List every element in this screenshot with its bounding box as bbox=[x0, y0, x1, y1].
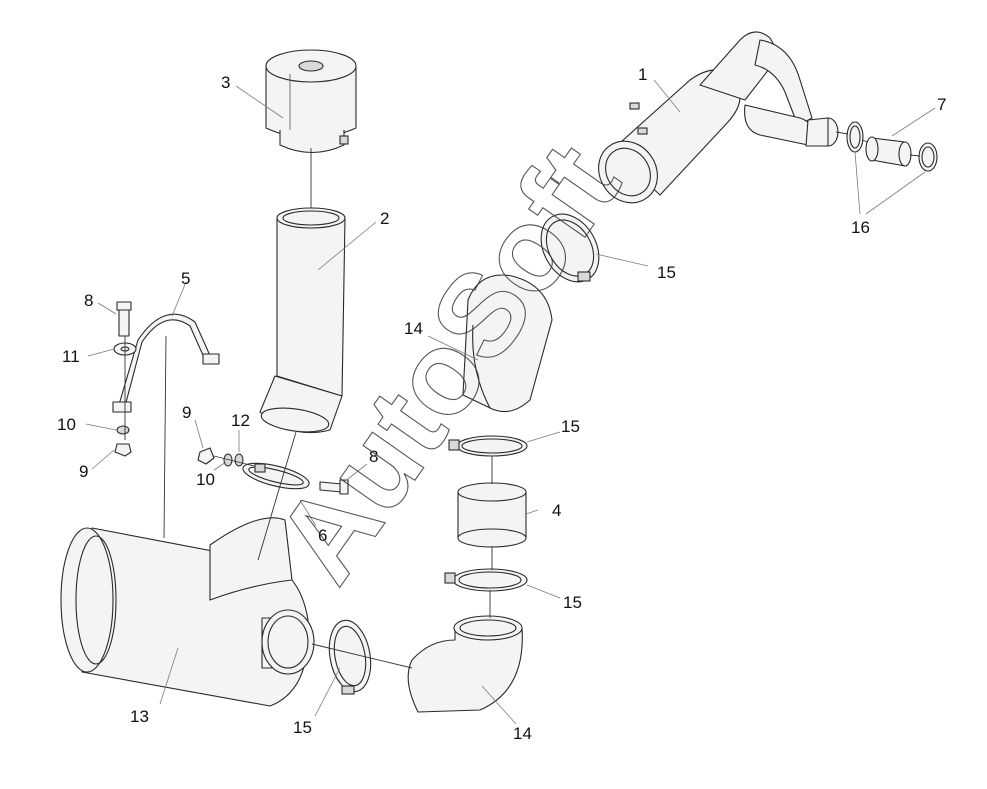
part-15-clamp-top bbox=[540, 213, 600, 283]
callout-8-middle: 8 bbox=[369, 447, 378, 466]
callout-labels: 1 2 3 4 5 6 7 8 8 9 9 10 10 11 12 13 14 … bbox=[57, 65, 946, 743]
callout-13: 13 bbox=[130, 707, 149, 726]
part-15-clamp-lower-mid bbox=[444, 568, 528, 592]
assembly-lines bbox=[124, 131, 921, 669]
callout-10-left: 10 bbox=[57, 415, 76, 434]
callout-1: 1 bbox=[638, 65, 647, 84]
callout-15-top: 15 bbox=[657, 263, 676, 282]
callout-5: 5 bbox=[181, 269, 190, 288]
part-15-clamp-upper-mid bbox=[448, 435, 528, 457]
callout-16: 16 bbox=[851, 218, 870, 237]
part-16-clamp-right bbox=[918, 142, 938, 172]
part-2-intake-pipe bbox=[259, 207, 346, 434]
callout-11: 11 bbox=[62, 347, 80, 366]
part-9-nut-middle bbox=[197, 447, 215, 465]
callout-3: 3 bbox=[221, 73, 230, 92]
callout-10-middle: 10 bbox=[196, 470, 215, 489]
leader-lines bbox=[85, 79, 936, 725]
part-16-clamp-left bbox=[846, 121, 864, 153]
part-9-nut-left bbox=[114, 443, 132, 457]
callout-15-upper-mid: 15 bbox=[561, 417, 580, 436]
callout-9-left: 9 bbox=[79, 462, 88, 481]
callout-12: 12 bbox=[231, 411, 250, 430]
callout-7: 7 bbox=[937, 95, 946, 114]
part-14-elbow-upper bbox=[462, 274, 553, 413]
callout-14-lower: 14 bbox=[513, 724, 532, 743]
part-8-bolt-middle bbox=[319, 479, 349, 495]
part-12-lock-washer bbox=[234, 453, 244, 467]
part-7-sleeve bbox=[865, 136, 912, 167]
callout-4: 4 bbox=[552, 501, 561, 520]
callout-9-middle: 9 bbox=[182, 403, 191, 422]
part-4-sleeve bbox=[457, 482, 527, 548]
part-8-bolt-left bbox=[116, 301, 132, 337]
callout-14-upper: 14 bbox=[404, 319, 423, 338]
part-3-filter-cap bbox=[265, 49, 357, 153]
callout-15-bottom: 15 bbox=[293, 718, 312, 737]
part-10-washer-left bbox=[116, 425, 130, 435]
callout-8-left: 8 bbox=[84, 291, 93, 310]
part-10-washer-middle bbox=[223, 453, 233, 467]
part-14-elbow-lower bbox=[407, 615, 523, 713]
callout-2: 2 bbox=[380, 209, 389, 228]
part-5-bracket bbox=[112, 313, 220, 413]
callout-15-lower-mid: 15 bbox=[563, 593, 582, 612]
part-13-filter-housing bbox=[60, 517, 315, 707]
part-6-clamp bbox=[242, 462, 310, 490]
part-15-clamp-bottom bbox=[328, 619, 372, 695]
callout-6: 6 bbox=[318, 526, 327, 545]
part-1-pipe-assembly bbox=[598, 31, 839, 204]
